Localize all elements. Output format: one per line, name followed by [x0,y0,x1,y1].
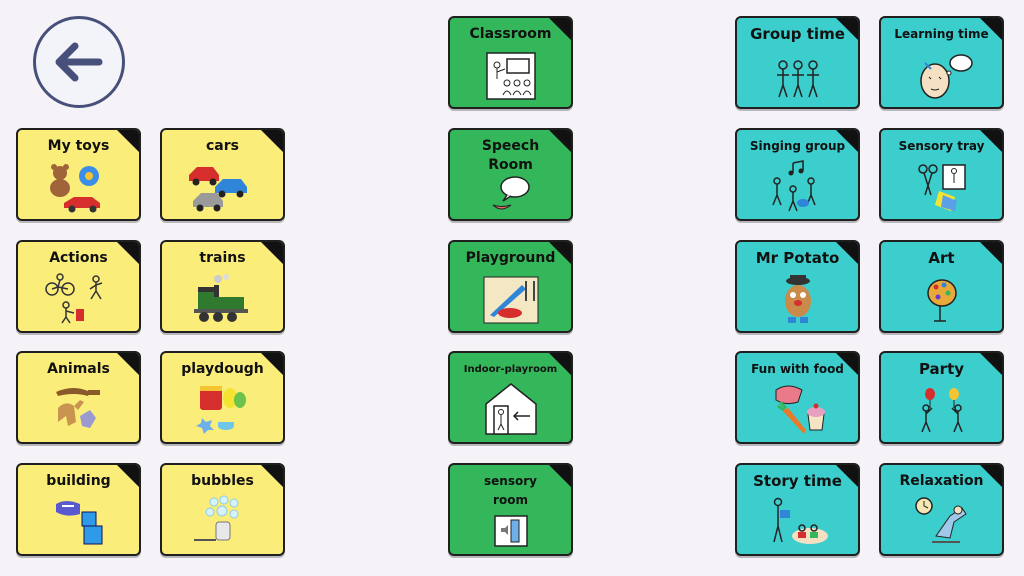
tile-label: bubbles [191,473,254,489]
singing-icon [771,160,816,212]
tile-label: Party [918,360,965,378]
tile-speech-room[interactable]: Speech Room [448,128,573,221]
animals-icon [55,388,100,428]
tile-corner [549,353,571,375]
tile-corner [549,242,571,264]
tile-label-line-2: room [493,493,528,507]
tile-art[interactable]: Art [879,240,1004,333]
tile-label: Art [928,249,955,267]
tile-label: Actions [49,250,108,266]
tile-actions[interactable]: Actions [16,240,141,333]
bubbles-icon [193,495,238,541]
actions-icon [44,273,102,324]
tile-label: sensory room [456,472,565,510]
tile-corner [836,18,858,40]
tile-label-line-2: Room [488,157,533,173]
tile-corner [549,130,571,152]
tile-label-line-1: sensory [484,474,537,488]
tile-bubbles[interactable]: bubbles [160,463,285,556]
story-time-icon [772,497,828,544]
tile-corner [836,465,858,487]
tile-corner [836,353,858,375]
tile-corner [117,242,139,264]
tile-corner [261,242,283,264]
tile-playground[interactable]: Playground [448,240,573,333]
tile-mr-potato[interactable]: Mr Potato [735,240,860,333]
tile-cars[interactable]: cars [160,128,285,221]
tile-corner [261,465,283,487]
back-button[interactable] [33,16,125,108]
playground-icon [483,276,538,324]
tile-label: cars [206,138,239,154]
tile-classroom[interactable]: Classroom [448,16,573,109]
scissors-craft-icon [917,164,966,211]
tile-my-toys[interactable]: My toys [16,128,141,221]
tile-corner [117,353,139,375]
tile-trains[interactable]: trains [160,240,285,333]
tile-corner [980,130,1002,152]
tile-label: Classroom [469,26,552,42]
tile-label: Playground [465,250,556,266]
tile-sensory-tray[interactable]: Sensory tray [879,128,1004,221]
thinking-head-icon [919,54,973,99]
tile-relaxation[interactable]: Relaxation [879,463,1004,556]
house-indoor-icon [484,383,537,435]
tile-corner [980,18,1002,40]
tile-label-line-1: Speech [481,138,540,154]
tile-corner [117,130,139,152]
tile-label: playdough [181,361,264,377]
tile-fun-with-food[interactable]: Fun with food [735,351,860,444]
tile-label: Indoor-playroom [463,364,558,375]
tile-label: Relaxation [899,473,984,489]
toys-icon [49,164,100,213]
tile-label: building [46,473,111,489]
tile-corner [980,353,1002,375]
tile-label: Animals [47,361,110,377]
tile-corner [261,353,283,375]
tile-sensory-room[interactable]: sensory room [448,463,573,556]
playdough-icon [195,386,246,434]
tile-corner [836,130,858,152]
tile-corner [549,465,571,487]
speech-bubble-icon [492,176,530,210]
tile-label: Sensory tray [898,139,985,153]
relaxation-chair-icon [914,497,967,543]
group-people-icon [776,60,819,98]
tile-corner [980,465,1002,487]
tile-building[interactable]: building [16,463,141,556]
tile-label: My toys [47,138,110,154]
tile-label: Mr Potato [755,249,840,267]
tile-group-time[interactable]: Group time [735,16,860,109]
tile-learning-time[interactable]: Learning time [879,16,1004,109]
tile-corner [980,242,1002,264]
tile-label: Group time [750,25,845,43]
classroom-icon [485,52,536,100]
train-icon [193,274,248,322]
tile-label: Fun with food [751,362,844,376]
tile-corner [549,18,571,40]
tile-label: trains [199,250,246,266]
tile-animals[interactable]: Animals [16,351,141,444]
tile-indoor-playroom[interactable]: Indoor-playroom [448,351,573,444]
tile-label: Story time [753,472,842,490]
tile-label: Speech Room [456,137,565,175]
party-balloons-icon [920,388,963,433]
sensory-room-icon [493,515,528,547]
tile-story-time[interactable]: Story time [735,463,860,556]
arrow-left-icon [55,42,103,82]
tile-singing-group[interactable]: Singing group [735,128,860,221]
food-icon [775,385,825,434]
tile-corner [836,242,858,264]
tile-corner [117,465,139,487]
building-blocks-icon [55,501,102,545]
mr-potato-icon [784,275,811,323]
paint-palette-icon [926,279,957,322]
tile-party[interactable]: Party [879,351,1004,444]
tile-label: Singing group [749,139,846,153]
tile-corner [261,130,283,152]
tile-label: Learning time [894,27,989,41]
tile-playdough[interactable]: playdough [160,351,285,444]
cars-icon [188,167,247,212]
